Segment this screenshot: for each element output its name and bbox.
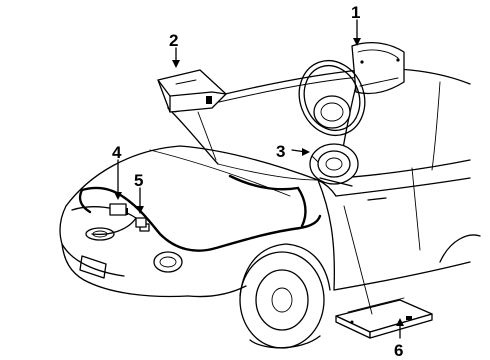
callout-1-label: 1 — [351, 3, 360, 22]
leader-lines — [114, 19, 404, 339]
callout-6-label: 6 — [394, 341, 403, 360]
steering-wheel — [298, 60, 366, 136]
front-impact-sensor-5 — [135, 217, 147, 228]
callout-4-label: 4 — [112, 143, 122, 162]
callout-2-label: 2 — [169, 31, 178, 50]
clockspring — [309, 143, 359, 187]
passenger-airbag-module — [351, 41, 405, 95]
diagnostic-module — [335, 297, 433, 339]
driver-airbag-module — [157, 69, 227, 113]
front-impact-sensor-4 — [109, 203, 127, 216]
callout-5-label: 5 — [134, 171, 143, 190]
callout-3-label: 3 — [276, 142, 285, 161]
